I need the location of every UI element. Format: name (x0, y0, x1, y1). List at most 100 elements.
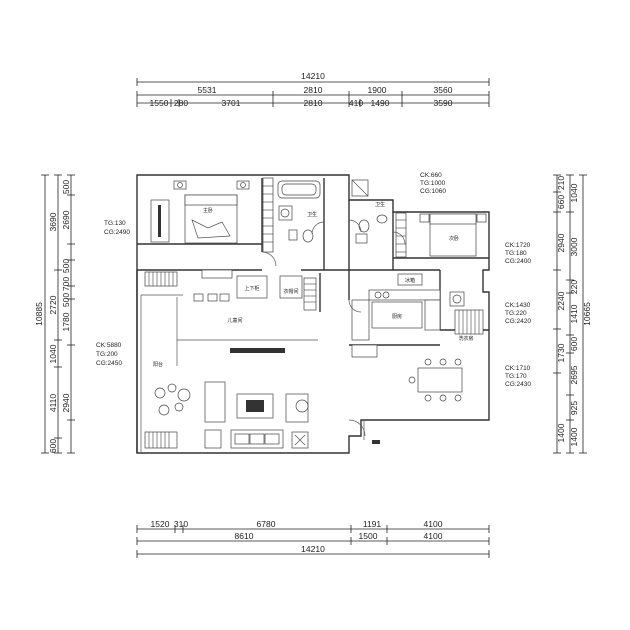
bottom-dim-1-2: 310 (174, 519, 188, 529)
living-room-hall-label: 儿童间 (227, 317, 242, 324)
wardrobe (303, 277, 317, 311)
counter (368, 289, 441, 301)
top-dim-2-3: 3701 (222, 98, 241, 108)
left-dim-2-6: 2940 (61, 393, 71, 412)
island (371, 301, 423, 329)
left-dim-1-2: 2720 (48, 295, 58, 314)
spec3-tg: TG:180 (505, 250, 527, 257)
storage-cabinet (236, 275, 268, 299)
spec6-cg: CG:2430 (505, 381, 531, 388)
second-bedroom: 次卧 冰箱 (395, 212, 487, 286)
bottom-dim-1-3: 6780 (257, 519, 276, 529)
right-dimensions: 210 660 2940 2240 1730 1400 1040 3000 22… (553, 174, 592, 454)
top-dim-2-2: 280 (174, 98, 188, 108)
bottom-dim-2-2: 1500 (359, 531, 378, 541)
right-dim-2-5: 600 (569, 337, 579, 351)
left-dim-2-4: 500 (61, 293, 71, 307)
left-dim-1-1: 3690 (48, 212, 58, 231)
balcony: 阳台 (153, 361, 191, 416)
right-dim-1-1: 210 (556, 176, 566, 190)
kitchen-label: 厨房 (392, 313, 402, 320)
second-bedroom-label: 次卧 (449, 235, 459, 242)
living-room (144, 381, 309, 449)
left-dim-2-1: 2690 (61, 210, 71, 229)
top-dim-2-6: 1490 (371, 98, 390, 108)
bottom-dim-2-3: 4100 (424, 531, 443, 541)
spec6-tg: TG:170 (505, 373, 527, 380)
bathroom2-label: 卫生 (375, 201, 385, 208)
top-dim-1-1: 5531 (198, 85, 217, 95)
console (201, 269, 233, 279)
counter (351, 299, 370, 341)
right-dim-2-4: 1410 (569, 304, 579, 323)
toilet (358, 219, 370, 233)
nightstand (419, 213, 430, 223)
walls (136, 174, 490, 454)
left-dimensions: 10885 3690 2720 1040 4110 600 500 2690 5… (34, 174, 75, 454)
left-dim-2-2: 500 (61, 259, 71, 273)
toilet (302, 229, 314, 243)
spec4-ck: CK:1430 (505, 302, 531, 309)
sink (424, 299, 441, 331)
left-dim-1-3: 1040 (48, 344, 58, 363)
top-dim-1-3: 1900 (368, 85, 387, 95)
left-dim-2-3: 700 (61, 277, 71, 291)
right-dim-1-3: 2940 (556, 233, 566, 252)
spec4-cg: CG:2420 (505, 318, 531, 325)
laundry: 洗衣房 (449, 291, 484, 342)
right-dim-1-4: 2240 (556, 291, 566, 310)
right-dim-2-7: 925 (569, 401, 579, 415)
left-overall-dim: 10885 (34, 302, 44, 326)
fridge-label: 冰箱 (405, 277, 415, 284)
spec1-cg: CG:1060 (420, 188, 446, 195)
right-dim-1-6: 1400 (556, 423, 566, 442)
spec6-ck: CK:1710 (505, 365, 531, 372)
spec4-tg: TG:220 (505, 310, 527, 317)
laundry-label: 洗衣房 (458, 335, 473, 342)
right-overall-dim: 10665 (582, 302, 592, 326)
side-table (204, 429, 222, 449)
bottom-overall-dim: 14210 (301, 544, 325, 554)
dining-table (417, 367, 463, 393)
second-bathroom: 卫生 (351, 179, 388, 244)
laundry-cabinet (454, 309, 484, 335)
appliance (351, 344, 378, 358)
armchair (204, 381, 226, 423)
cloakroom-label: 衣帽间 (283, 288, 298, 295)
left-dim-3-1: 500 (61, 180, 71, 194)
top-dim-2-7: 3590 (434, 98, 453, 108)
wardrobe (262, 177, 274, 253)
master-bathroom: 卫生 (277, 180, 321, 243)
right-dim-2-1: 1040 (569, 183, 579, 202)
master-bedroom-label: 主卧 (203, 207, 213, 214)
bottom-dim-1-1: 1520 (151, 519, 170, 529)
top-dim-2-4: 2810 (304, 98, 323, 108)
entry-mat (372, 440, 380, 444)
bottom-dimensions: 1520 310 6780 1191 4100 8610 1500 4100 1… (136, 519, 490, 558)
left-dim-1-5: 600 (48, 439, 58, 453)
spec5-ck: CK:5880 (96, 342, 122, 349)
right-dim-2-3: 220 (569, 280, 579, 294)
left-dim-1-4: 4110 (48, 394, 58, 413)
bottom-dim-1-4: 1191 (363, 519, 382, 529)
right-dim-1-5: 1730 (556, 343, 566, 362)
spec1-ck: CK:660 (420, 172, 442, 179)
doors (261, 219, 406, 444)
bathroom1-label: 卫生 (307, 211, 317, 218)
spec1-tg: TG:1000 (420, 180, 446, 187)
right-dim-2-8: 1400 (569, 427, 579, 446)
spec3-ck: CK:1720 (505, 242, 531, 249)
kitchen: 厨房 (351, 289, 441, 358)
right-dim-1-2: 660 (556, 195, 566, 209)
spec-annotations: CK:660 TG:1000 CG:1060 TG:130 CG:2490 CK… (96, 172, 531, 388)
top-dim-2-5: 410 (349, 98, 363, 108)
right-dim-2-2: 3000 (569, 237, 579, 256)
balcony-label: 阳台 (153, 361, 163, 368)
nightstand (476, 213, 487, 223)
top-overall-dim: 14210 (301, 71, 325, 81)
corridor-storage: 上下柜 衣帽间 儿童间 (144, 269, 317, 353)
spec5-cg: CG:2450 (96, 360, 122, 367)
sink (376, 214, 388, 224)
tv-unit (230, 348, 285, 353)
